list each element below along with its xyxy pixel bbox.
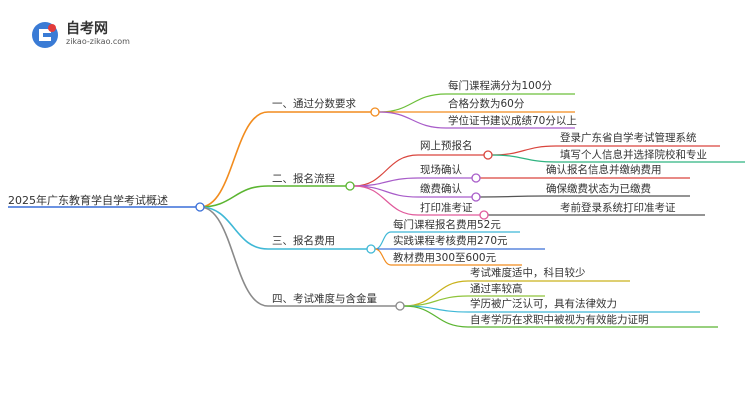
branch-registration-fees[interactable]: 三、报名费用 (272, 235, 335, 247)
leaf-confirm-pay[interactable]: 确认报名信息并缴纳费用 (546, 164, 662, 176)
branch-connector-0 (199, 111, 269, 208)
branch0-leaf-connector-0 (378, 93, 447, 113)
branch2-leaf-connector-2 (374, 248, 392, 266)
branch1-node[interactable] (345, 181, 355, 191)
branch3-leaf-connector-3 (403, 305, 469, 328)
logo-icon (32, 22, 58, 48)
leaf-online-preregistration[interactable]: 网上预报名 (420, 140, 473, 152)
branch0-leaf-connector-2 (378, 111, 447, 129)
leaf-high-pass-rate[interactable]: 通过率较高 (470, 283, 523, 295)
leaf-job-proof[interactable]: 自考学历在求职中被视为有效能力证明 (470, 314, 649, 326)
branch1-leaf-connector-2 (353, 185, 419, 198)
print-node[interactable] (479, 210, 489, 220)
leaf-practice-fee[interactable]: 实践课程考核费用270元 (393, 235, 508, 247)
sub-connector-fill (491, 154, 557, 163)
branch0-node[interactable] (370, 107, 380, 117)
leaf-degree-score[interactable]: 学位证书建议成绩70分以上 (448, 115, 577, 127)
sub-connector-status (479, 195, 545, 198)
leaf-fill-info[interactable]: 填写个人信息并选择院校和专业 (560, 149, 707, 161)
branch-difficulty-value[interactable]: 四、考试难度与含金量 (272, 293, 377, 305)
branch-score-requirements[interactable]: 一、通过分数要求 (272, 98, 356, 110)
logo-title: 自考网 (66, 21, 108, 37)
branch3-leaf-connector-0 (403, 280, 469, 307)
leaf-textbook-fee[interactable]: 教材费用300至600元 (393, 252, 497, 264)
leaf-payment-confirm[interactable]: 缴费确认 (420, 183, 462, 195)
leaf-print-ticket[interactable]: 打印准考证 (420, 202, 473, 214)
branch2-node[interactable] (366, 244, 376, 254)
branch-connector-1 (199, 185, 269, 208)
leaf-pass-score[interactable]: 合格分数为60分 (448, 98, 525, 110)
sub-connector-login (491, 145, 557, 156)
branch3-node[interactable] (395, 301, 405, 311)
branch-connector-3 (199, 206, 269, 307)
leaf-full-score[interactable]: 每门课程满分为100分 (448, 80, 553, 92)
root-node[interactable] (195, 202, 205, 212)
payment-node[interactable] (471, 192, 481, 202)
leaf-moderate-difficulty[interactable]: 考试难度适中，科目较少 (470, 267, 586, 279)
online-node[interactable] (483, 150, 493, 160)
branch1-leaf-connector-0 (353, 154, 419, 187)
root-topic[interactable]: 2025年广东教育学自学考试概述 (8, 194, 168, 207)
leaf-onsite-confirm[interactable]: 现场确认 (420, 164, 462, 176)
logo-subtitle: zikao-zikao.com (66, 37, 130, 46)
leaf-print-before-exam[interactable]: 考前登录系统打印准考证 (560, 202, 676, 214)
leaf-login-system[interactable]: 登录广东省自学考试管理系统 (560, 132, 697, 144)
branch2-leaf-connector-0 (374, 231, 392, 250)
leaf-widely-recognized[interactable]: 学历被广泛认可，具有法律效力 (470, 298, 617, 310)
branch1-leaf-connector-3 (353, 185, 419, 216)
onsite-node[interactable] (471, 173, 481, 183)
branch-connector-2 (199, 206, 269, 250)
site-logo[interactable]: 自考网 zikao-zikao.com (30, 18, 140, 52)
branch3-leaf-connector-1 (403, 295, 469, 307)
branch-registration-process[interactable]: 二、报名流程 (272, 173, 335, 185)
leaf-payment-status[interactable]: 确保缴费状态为已缴费 (546, 183, 651, 195)
leaf-course-fee[interactable]: 每门课程报名费用52元 (393, 219, 501, 231)
